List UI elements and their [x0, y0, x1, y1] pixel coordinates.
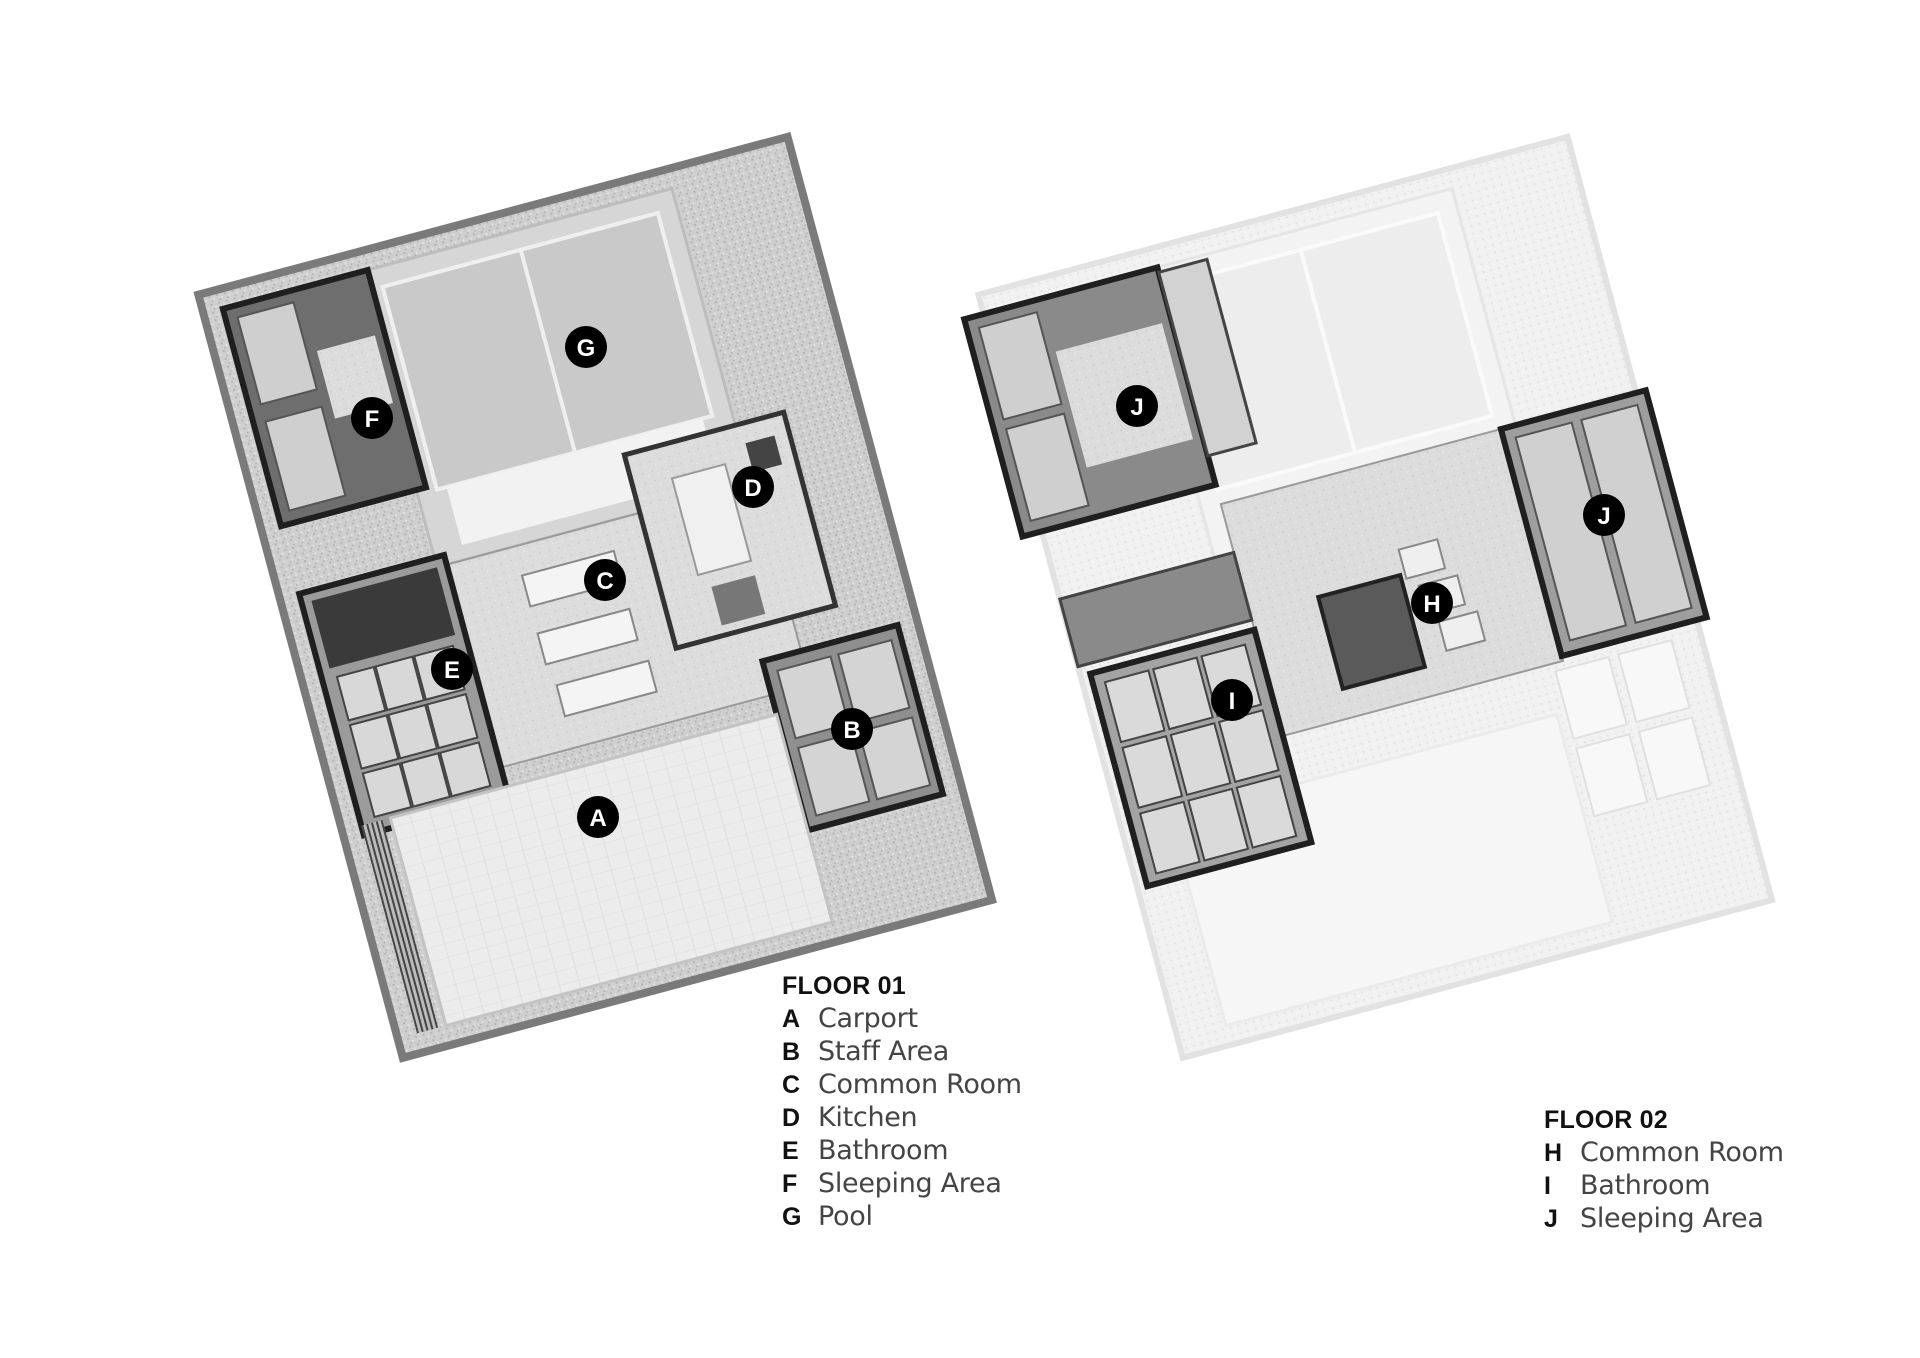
floor01-plan [193, 131, 997, 1063]
legend-key: I [1544, 1172, 1551, 1200]
marker-a-label: A [589, 805, 606, 832]
legend-floor01: FLOOR 01 A Carport B Staff Area C Common Ro… [782, 972, 1022, 1234]
legend-key: H [1544, 1139, 1563, 1167]
legend-label: Staff Area [818, 1036, 949, 1067]
legend-item: G Pool [782, 1201, 1022, 1234]
legend-key: B [782, 1038, 801, 1066]
carport-gate [361, 819, 439, 1034]
legend-key: D [782, 1104, 801, 1132]
stair-void [1058, 550, 1254, 669]
legend-label: Common Room [1580, 1137, 1784, 1168]
marker-i: I [1211, 679, 1253, 721]
legend-item: I Bathroom [1544, 1170, 1784, 1203]
legend-label: Pool [818, 1201, 873, 1232]
legend-label: Sleeping Area [818, 1168, 1002, 1199]
legend-item: J Sleeping Area [1544, 1203, 1784, 1236]
legend-key: C [782, 1071, 801, 1099]
marker-h-label: H [1423, 591, 1440, 618]
marker-e-label: E [444, 657, 460, 684]
marker-j-left: J [1116, 385, 1158, 427]
legend-item: H Common Room [1544, 1137, 1784, 1170]
legend-key: A [782, 1005, 801, 1033]
legend-label: Carport [818, 1003, 918, 1034]
marker-j-left-label: J [1130, 394, 1143, 421]
marker-e: E [431, 648, 473, 690]
legend-key: F [782, 1170, 798, 1198]
legend-label: Bathroom [818, 1135, 949, 1166]
legend-item: E Bathroom [782, 1135, 1022, 1168]
legend-key: G [782, 1203, 802, 1231]
legend-item: F Sleeping Area [782, 1168, 1022, 1201]
marker-c: C [584, 559, 626, 601]
marker-g: G [565, 326, 607, 368]
marker-b: B [831, 708, 873, 750]
marker-j-right-label: J [1597, 503, 1610, 530]
marker-h: H [1411, 582, 1453, 624]
marker-c-label: C [596, 568, 613, 595]
marker-g-label: G [577, 335, 596, 362]
legend-item: C Common Room [782, 1069, 1022, 1102]
legend-key: J [1544, 1205, 1558, 1233]
legend-label: Kitchen [818, 1102, 918, 1133]
floor02-plan [960, 133, 1776, 1062]
marker-d: D [732, 466, 774, 508]
carport-a-area [388, 712, 835, 1028]
legend-floor02-title: FLOOR 02 [1544, 1106, 1668, 1134]
marker-f: F [351, 397, 393, 439]
legend-label: Sleeping Area [1580, 1203, 1764, 1234]
marker-j-right: J [1583, 494, 1625, 536]
marker-d-label: D [744, 475, 761, 502]
legend-item: D Kitchen [782, 1102, 1022, 1135]
legend-key: E [782, 1137, 799, 1165]
legend-floor02: FLOOR 02 H Common Room I Bathroom J Sleepin… [1544, 1106, 1784, 1236]
marker-i-label: I [1229, 688, 1236, 715]
marker-a: A [577, 796, 619, 838]
legend-item: B Staff Area [782, 1036, 1022, 1069]
legend-floor01-title: FLOOR 01 [782, 972, 906, 1000]
marker-f-label: F [365, 406, 380, 433]
legend-item: A Carport [782, 1003, 1022, 1036]
legend-label: Bathroom [1580, 1170, 1711, 1201]
marker-b-label: B [843, 717, 860, 744]
legend-label: Common Room [818, 1069, 1022, 1100]
